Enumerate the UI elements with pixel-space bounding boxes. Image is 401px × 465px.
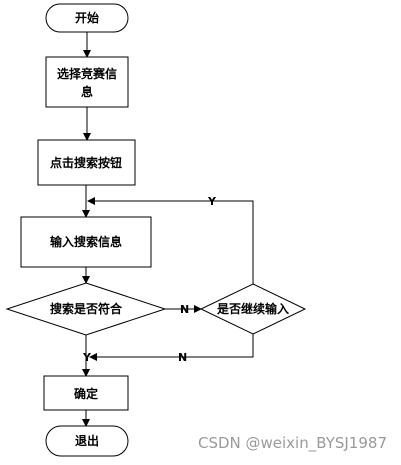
input-search-label: 输入搜索信息 — [50, 234, 122, 249]
decision-continue-input: 是否继续输入 — [199, 283, 307, 335]
edge-continue-yes-label: Y — [207, 195, 217, 208]
click-search-label: 点击搜索按钮 — [50, 155, 122, 170]
edge-continue-no — [89, 334, 254, 361]
decision-match-label: 搜索是否符合 — [50, 301, 123, 316]
edge-continue-yes — [87, 197, 254, 284]
edge-continue-no-label: N — [178, 351, 187, 364]
decision-search-match: 搜索是否符合 — [5, 282, 167, 336]
start-label: 开始 — [75, 10, 99, 25]
confirm-label: 确定 — [74, 386, 98, 401]
select-label-line2: 息 — [81, 84, 93, 99]
edge-match-no-label: N — [180, 303, 189, 316]
input-search-box: 输入搜索信息 — [20, 216, 152, 268]
exit-label: 退出 — [75, 433, 99, 448]
select-label-line1: 选择竞赛信 — [57, 66, 117, 81]
click-search-box: 点击搜索按钮 — [37, 139, 136, 186]
exit-terminator: 退出 — [45, 425, 129, 457]
watermark: CSDN @weixin_BYSJ1987 — [197, 434, 387, 452]
select-competition-box: 选择竞赛信 息 — [45, 56, 129, 108]
decision-continue-label: 是否继续输入 — [216, 301, 289, 316]
confirm-box: 确定 — [43, 375, 129, 411]
edge-match-yes-label: Y — [82, 351, 92, 364]
start-terminator: 开始 — [45, 3, 129, 33]
